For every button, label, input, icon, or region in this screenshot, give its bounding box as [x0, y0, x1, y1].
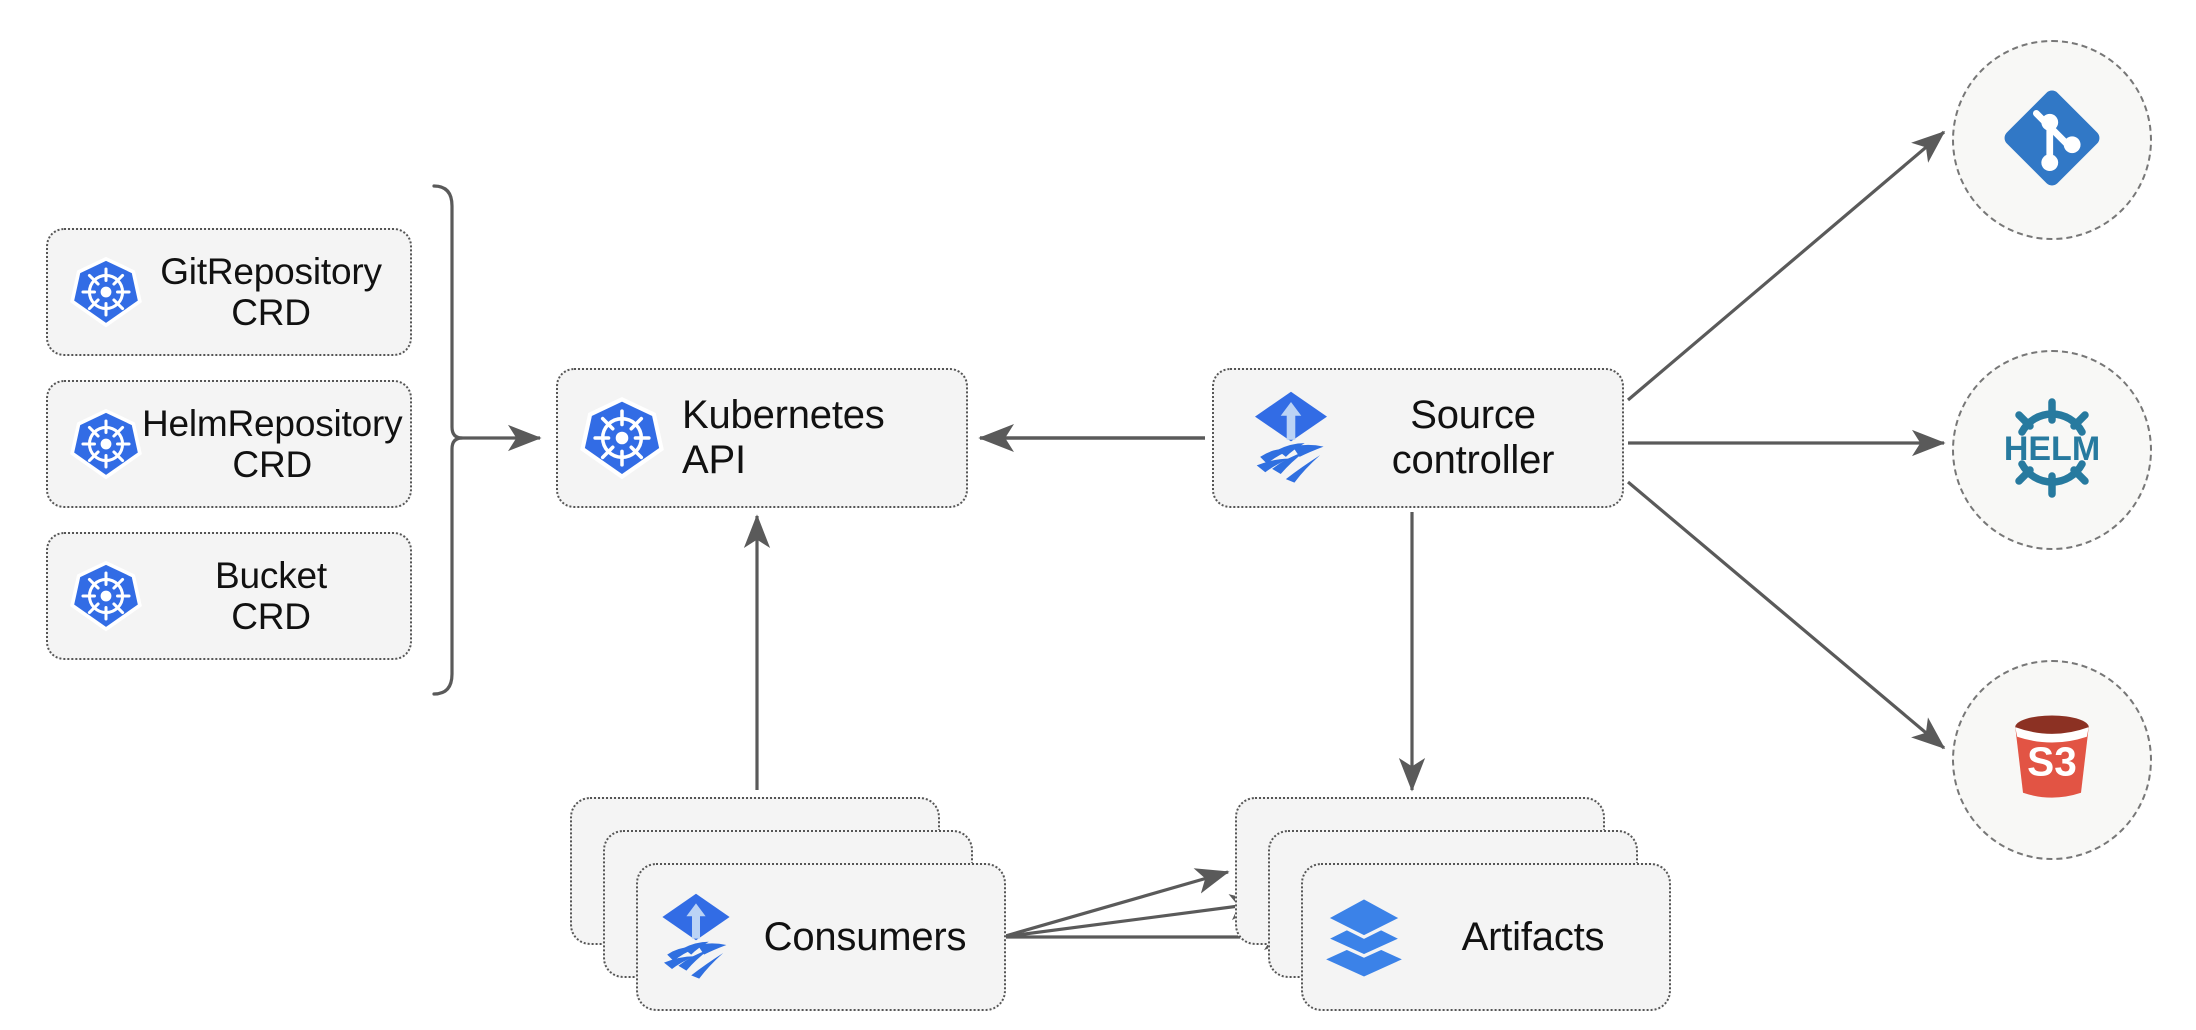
consumers-card-front[interactable]: Consumers	[636, 863, 1006, 1011]
kubernetes-icon	[70, 408, 142, 480]
node-artifacts-stack[interactable]: Artifacts	[1235, 797, 1671, 1011]
flux-icon	[1248, 390, 1334, 486]
crd-box-gitrepository[interactable]: GitRepository CRD	[46, 228, 412, 356]
node-label: Kubernetes API	[682, 393, 885, 482]
artifacts-card-front[interactable]: Artifacts	[1301, 863, 1671, 1011]
s3-bucket-icon: S3	[1994, 700, 2110, 821]
helm-icon: HELM	[1992, 388, 2112, 513]
s3-wordmark: S3	[2027, 738, 2077, 784]
node-label: Source controller	[1391, 393, 1555, 482]
edge-consumers-to-artifacts-2	[1001, 894, 1264, 939]
edge-source-to-s3	[1626, 480, 1946, 750]
crd-box-bucket[interactable]: Bucket CRD	[46, 532, 412, 660]
edge-consumers-to-artifacts-1	[1001, 868, 1230, 939]
crd-label: Bucket CRD	[215, 554, 327, 637]
helm-wordmark: HELM	[2004, 430, 2100, 468]
kubernetes-icon	[70, 560, 142, 632]
external-source-git[interactable]	[1952, 40, 2152, 240]
crd-box-helmrepository[interactable]: HelmRepository CRD	[46, 380, 412, 508]
external-source-s3[interactable]: S3	[1952, 660, 2152, 860]
git-icon	[1996, 82, 2108, 199]
node-consumers-stack[interactable]: Consumers	[570, 797, 1006, 1011]
edge-source-to-git	[1626, 130, 1946, 402]
kubernetes-icon	[70, 256, 142, 328]
crd-label: HelmRepository CRD	[142, 402, 403, 485]
node-label: Consumers	[763, 914, 967, 959]
node-source-controller[interactable]: Source controller	[1212, 368, 1624, 508]
node-kubernetes-api[interactable]: Kubernetes API	[556, 368, 968, 508]
crd-label: GitRepository CRD	[160, 250, 382, 333]
node-label: Artifacts	[1461, 914, 1605, 959]
flux-icon	[656, 892, 736, 982]
kubernetes-icon	[580, 396, 664, 480]
layers-icon	[1321, 894, 1407, 980]
external-source-helm[interactable]: HELM	[1952, 350, 2152, 550]
crd-group-bracket	[432, 184, 542, 696]
